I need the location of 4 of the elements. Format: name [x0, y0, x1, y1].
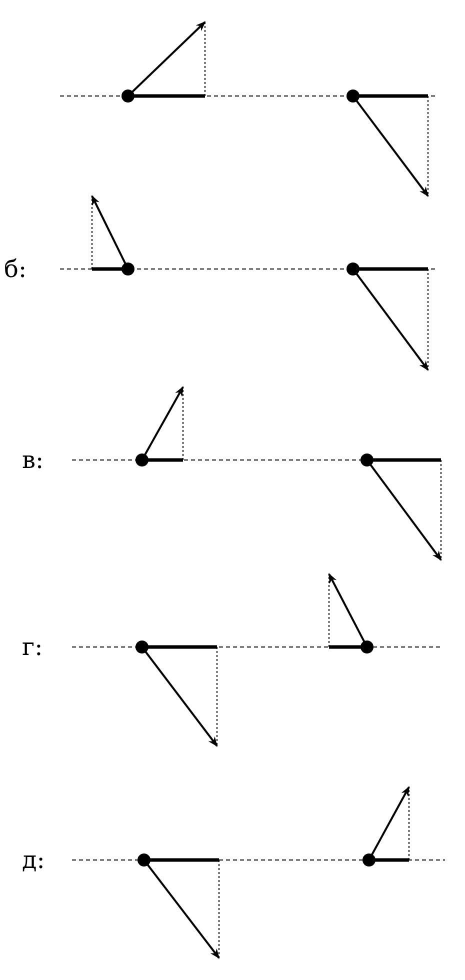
- row-label: б:: [4, 255, 27, 283]
- row-label: г:: [22, 633, 43, 661]
- row-label: в:: [22, 446, 44, 474]
- row-label: д:: [22, 846, 45, 874]
